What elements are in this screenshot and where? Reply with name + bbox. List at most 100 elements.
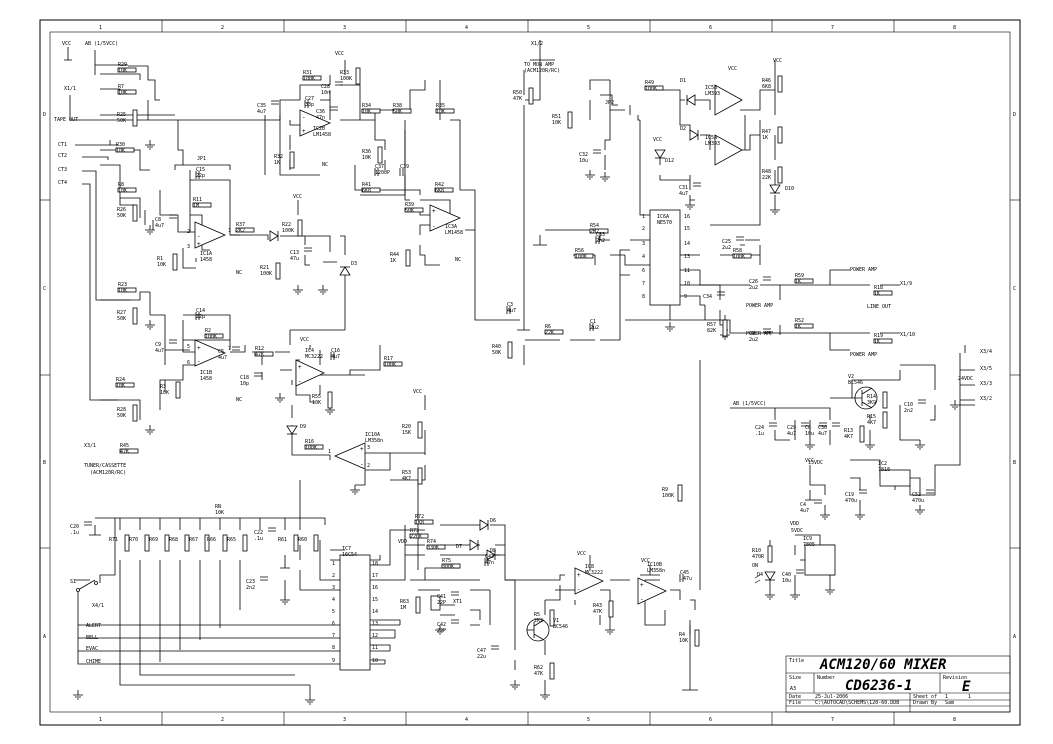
r21-value: 100K (260, 271, 272, 277)
r10-resistor-body (767, 545, 773, 563)
r40-resistor-body (507, 341, 513, 359)
file-label: File (789, 700, 801, 706)
vcc-label: VCC (728, 66, 737, 72)
d8-designator: D8 (490, 548, 496, 554)
ct4-label: CT4 (58, 180, 67, 186)
vcc-label: VCC (335, 51, 344, 57)
c5-capacitor-plates (232, 346, 240, 351)
component-jp2: JP2 (605, 100, 614, 106)
ic1b-value: 1458 (200, 376, 212, 382)
r7-resistor-body (117, 89, 137, 95)
r3-designator: R3 (160, 384, 166, 390)
r59-resistor-body (794, 278, 814, 284)
r44-designator: R44 (390, 252, 399, 258)
r22-designator: R22 (282, 222, 291, 228)
col-label: 6 (709, 717, 712, 723)
r1-designator: R1 (157, 256, 163, 262)
r63-resistor-body (415, 596, 421, 614)
r53-resistor-body (417, 467, 423, 485)
connector-label: X3/2 (980, 396, 992, 402)
r34-value: 10K (362, 109, 371, 115)
c6-capacitor-plates (819, 422, 827, 427)
v2-designator: V2 (848, 374, 854, 380)
component-r67: R67 (189, 534, 210, 552)
d7-diode (469, 539, 479, 551)
ic5b-value: LM393 (705, 91, 720, 97)
r45-designator: R45 (120, 443, 129, 449)
component-c34: C34 (703, 291, 725, 300)
c22-capacitor-plates (268, 527, 276, 532)
r27-designator: R27 (117, 310, 126, 316)
c6-value: 10u (805, 431, 814, 437)
r70-resistor-body (144, 534, 150, 552)
to-mon-sub-label: (ACM120R/RC) (524, 68, 560, 74)
c24-capacitor-plates (769, 422, 777, 427)
wiring (64, 40, 975, 695)
r47-value: 1K (762, 135, 768, 141)
c16-value: 4u7 (331, 354, 340, 360)
d1-diode (686, 94, 696, 106)
r28-value: 50K (117, 413, 126, 419)
col-label: 1 (99, 25, 102, 31)
component-r69: R69 (149, 534, 170, 552)
v24-label: 24VDC (958, 376, 973, 382)
d3-diode (339, 266, 351, 276)
r46-designator: R46 (762, 78, 771, 84)
r62-resistor-body (549, 662, 555, 680)
r39-value: 50K (405, 208, 414, 214)
pin-number: 4 (642, 254, 645, 260)
c18-designator: C18 (240, 375, 249, 381)
r46-value: 6K8 (762, 84, 771, 90)
r68-resistor-body (184, 534, 190, 552)
r59-designator: R59 (795, 273, 804, 279)
r5-value: 2K2 (534, 618, 543, 624)
connector-label: X1/10 (900, 332, 915, 338)
c41-capacitor-plates (451, 591, 459, 596)
ct1-label: CT1 (58, 142, 67, 148)
r25-designator: R25 (117, 112, 126, 118)
c9-capacitor-plates (169, 339, 177, 344)
r51-value: 10K (552, 120, 561, 126)
r8-resistor-body (117, 187, 137, 193)
r54-designator: R54 (590, 223, 599, 229)
r6-value: 22K (545, 330, 554, 336)
d5-diode (269, 230, 279, 242)
r26-resistor-body (132, 204, 138, 222)
c31-value: 4u7 (679, 191, 688, 197)
r42-value: 6K8 (435, 188, 444, 194)
d10-designator: D10 (785, 186, 794, 192)
c30-designator: C30 (818, 425, 827, 431)
pin-number: 15 (372, 597, 378, 603)
c5-value: 4u7 (218, 355, 227, 361)
ground-symbols (73, 140, 960, 705)
component-layer: R2910KR710KR2550KR3010KR810KR2650KR2310K… (70, 62, 934, 680)
ic1a-designator: IC1A (200, 251, 212, 257)
ic5a-value: LM393 (705, 141, 720, 147)
nc-label: NC (236, 397, 242, 403)
nc-label: NC (236, 270, 242, 276)
ic9-value: 7805 (803, 542, 815, 548)
r70-designator: R70 (129, 537, 138, 543)
svg-text:-: - (302, 114, 306, 121)
r48-value: 22K (762, 175, 771, 181)
ct2-label: CT2 (58, 153, 67, 159)
component-d1: D1 (680, 78, 686, 84)
pin-number: 2 (332, 573, 335, 579)
r22-resistor-body (297, 219, 303, 237)
c25-capacitor-plates (736, 236, 744, 241)
r72-value: 1K8 (415, 520, 424, 526)
pin-number: 7 (642, 281, 645, 287)
xt1-designator: XT1 (453, 599, 462, 605)
c36-value: 47n (316, 115, 325, 121)
pin-number: 1 (642, 214, 645, 220)
r69-designator: R69 (149, 537, 158, 543)
c35-value: 4u7 (257, 109, 266, 115)
